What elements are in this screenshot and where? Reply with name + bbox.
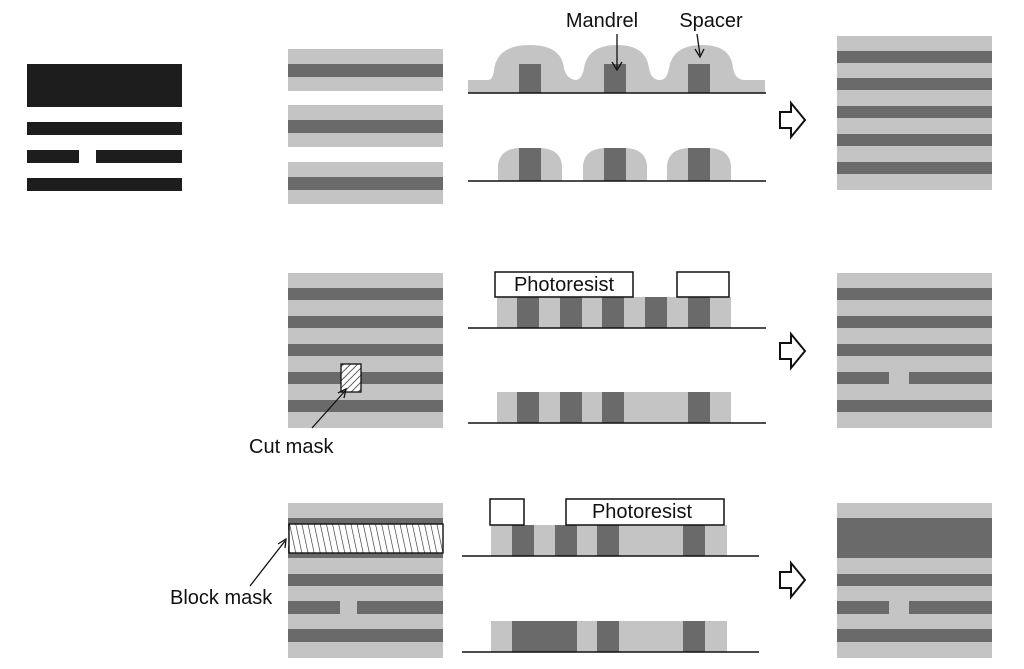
row1-callouts: Mandrel Spacer (566, 10, 743, 72)
target-wide-line (27, 64, 182, 107)
row3-result-lines (837, 503, 992, 658)
photoresist-block-3 (489, 498, 525, 526)
target-line-1 (27, 122, 182, 135)
row2-cut-callout: Cut mask (249, 387, 347, 458)
mandrel-2 (604, 64, 626, 93)
block-mask-label: Block mask (170, 587, 273, 609)
target-line-cut-left (27, 150, 79, 163)
row2-arrow (779, 331, 807, 371)
right-outline-arrow-icon (779, 560, 807, 600)
mandrel-label: Mandrel (566, 10, 638, 32)
row1-section-etched-spacers (468, 148, 766, 182)
photoresist-label-1: Photoresist (514, 274, 614, 296)
target-line-3 (27, 178, 182, 191)
row1-plan-mandrels (288, 49, 443, 204)
cut-mask-label: Cut mask (249, 436, 334, 458)
spacer-label: Spacer (679, 10, 743, 32)
row2-plan-with-cut (288, 273, 443, 428)
row3-section-after-block (462, 621, 759, 653)
row3-plan-with-block (288, 503, 444, 658)
row1-arrow (779, 100, 807, 140)
mandrel-1 (519, 64, 541, 93)
photoresist-label-2: Photoresist (592, 501, 692, 523)
mandrel-3 (688, 64, 710, 93)
right-outline-arrow-icon (779, 331, 807, 371)
row2-section-after-cut (468, 392, 766, 424)
right-outline-arrow-icon (779, 100, 807, 140)
row3-section-exposure: Photoresist (462, 498, 759, 557)
cut-mask-shape (340, 363, 362, 393)
row1-result-lines (837, 36, 992, 190)
row3-block-callout: Block mask (170, 537, 287, 609)
photoresist-block-2 (676, 271, 730, 298)
block-mask-shape (288, 523, 444, 554)
photoresist-block-4 (565, 498, 725, 526)
row2-result-lines (837, 273, 992, 428)
target-line-cut-right (96, 150, 182, 163)
row2-section-exposure: Photoresist (468, 271, 766, 329)
photoresist-block-1 (494, 271, 634, 298)
row3-arrow (779, 560, 807, 600)
target-layout (27, 64, 182, 191)
